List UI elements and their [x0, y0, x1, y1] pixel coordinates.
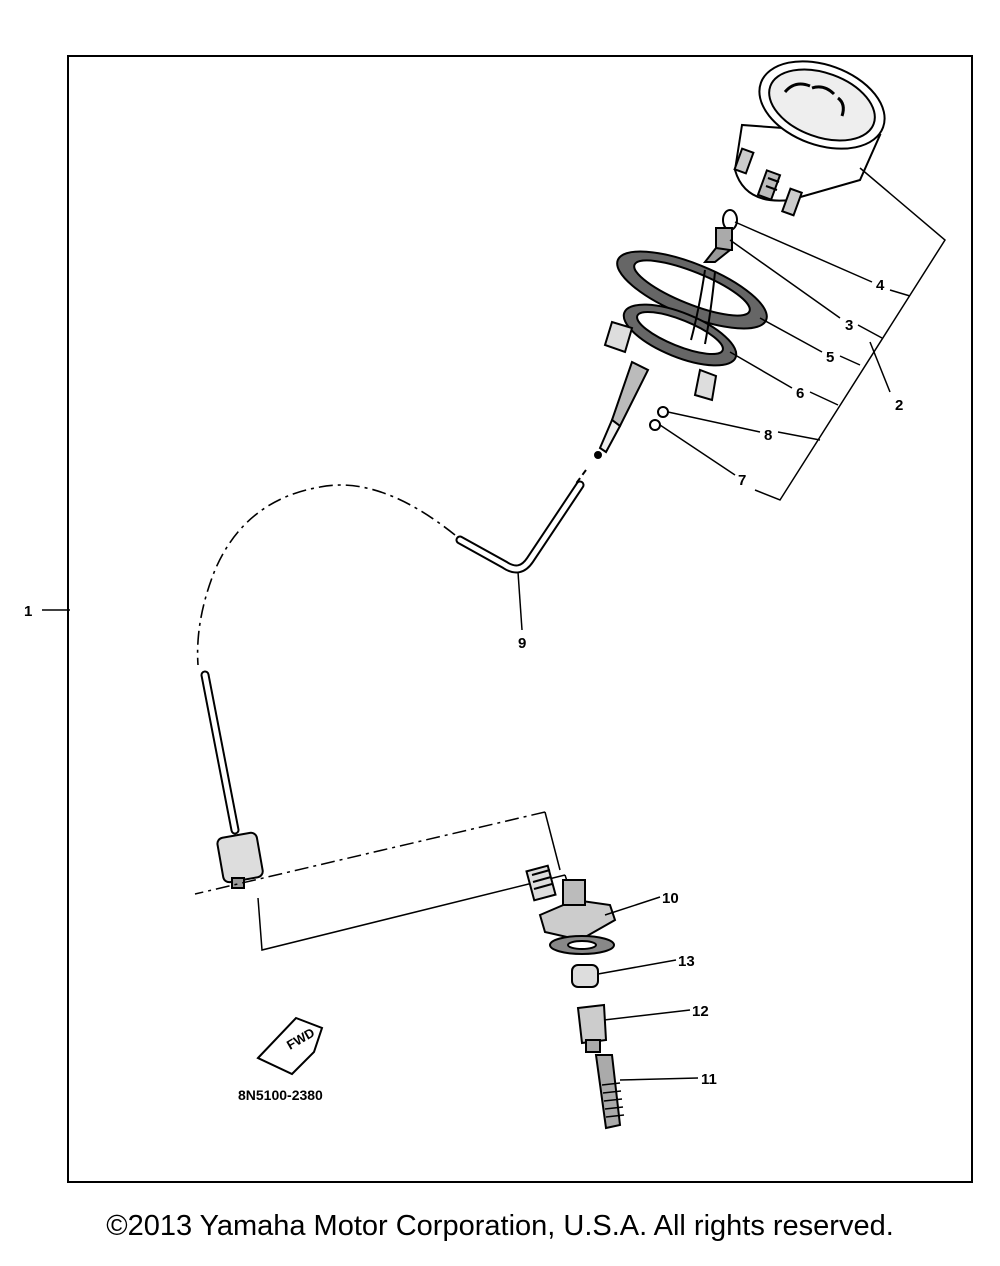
speedometer-head — [733, 60, 886, 217]
gear-unit — [525, 864, 625, 1130]
diagram-frame — [67, 55, 973, 1183]
bulb-socket — [702, 209, 738, 263]
speedometer-cable — [196, 469, 587, 835]
callout-2: 2 — [895, 397, 903, 414]
part-code: 8N5100-2380 — [238, 1087, 323, 1103]
fwd-arrow-icon: FWD — [256, 1016, 324, 1076]
leader-lines — [42, 167, 946, 1081]
callout-3: 3 — [845, 317, 853, 334]
callout-11: 11 — [701, 1071, 717, 1088]
rubber-gaskets — [603, 250, 768, 402]
callout-5: 5 — [826, 349, 834, 366]
callout-7: 7 — [738, 472, 746, 489]
cable-end-fitting — [594, 360, 669, 459]
callout-8: 8 — [764, 427, 772, 444]
callout-4: 4 — [876, 277, 885, 294]
callout-6: 6 — [796, 385, 804, 402]
callout-12: 12 — [692, 1003, 709, 1020]
copyright-notice: ©2013 Yamaha Motor Corporation, U.S.A. A… — [106, 1210, 894, 1242]
callout-1: 1 — [24, 603, 32, 620]
callout-10: 10 — [662, 890, 679, 907]
callout-9: 9 — [518, 635, 526, 652]
callout-13: 13 — [678, 953, 695, 970]
cable-lower-fitting — [216, 831, 264, 889]
